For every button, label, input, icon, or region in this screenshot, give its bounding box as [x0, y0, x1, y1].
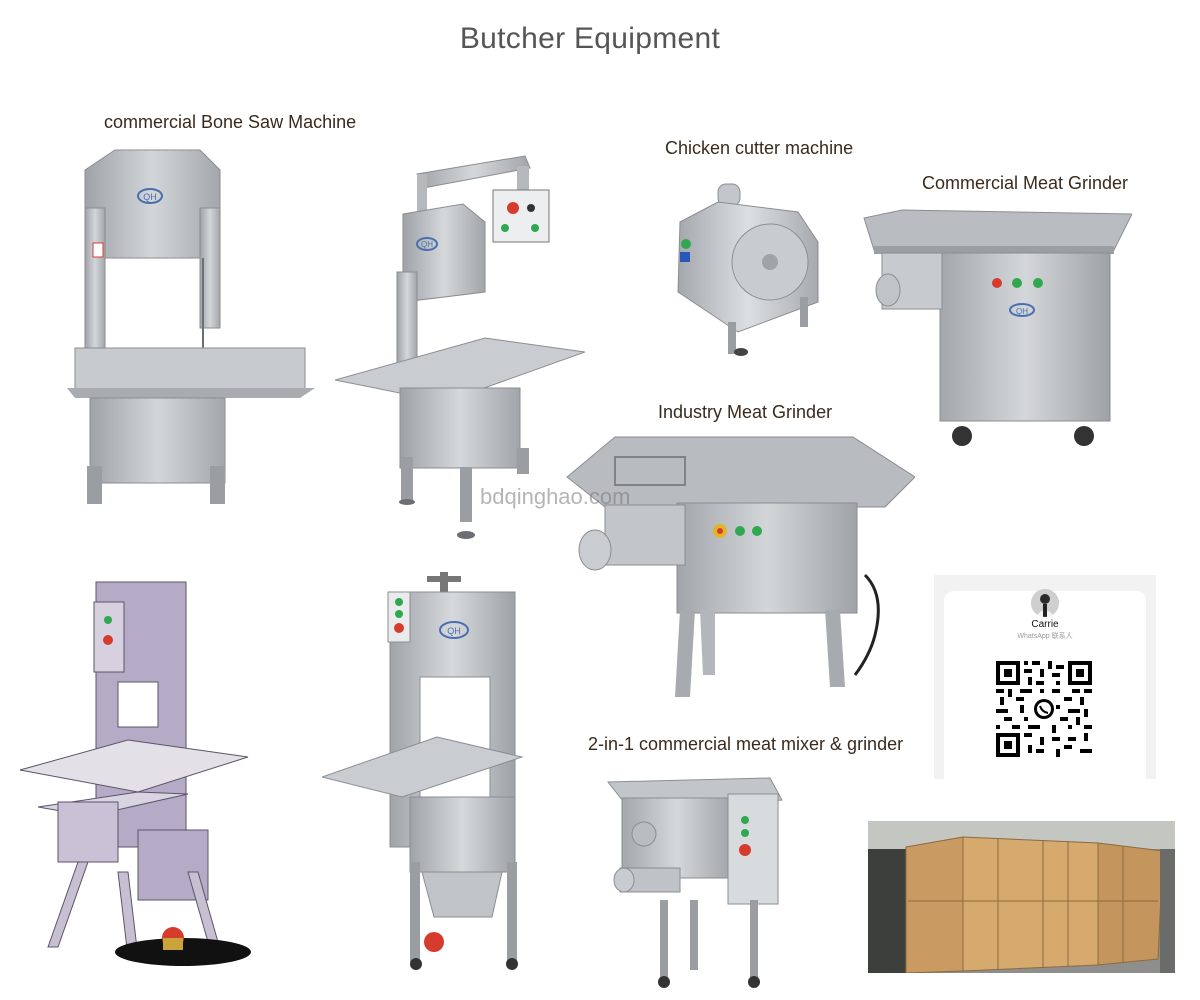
bone-saw-machine-image-1: QH — [67, 149, 315, 504]
page-title: Butcher Equipment — [459, 22, 721, 55]
commercial-meat-grinder-image: QH — [863, 209, 1132, 446]
avatar-person-icon — [1031, 589, 1059, 617]
bone-saw-machine-image-3: QH — [322, 572, 524, 970]
contact-subtitle: WhatsApp 联系人 — [1017, 633, 1073, 640]
contact-avatar — [1031, 589, 1059, 617]
caption-chicken-cutter: Chicken cutter machine — [665, 138, 854, 158]
industry-meat-grinder-image — [566, 436, 915, 697]
whatsapp-card-inner: Carrie WhatsApp 联系人 — [944, 589, 1146, 779]
caption-commercial-grinder: Commercial Meat Grinder — [922, 173, 1129, 193]
packaging-crates-photo — [868, 821, 1175, 973]
bone-saw-2-badge: QH — [421, 240, 433, 249]
caption-bone-saw: commercial Bone Saw Machine — [104, 112, 357, 132]
whatsapp-contact-card: Carrie WhatsApp 联系人 — [934, 575, 1156, 779]
bone-saw-cad-drawing-image — [19, 581, 251, 966]
chicken-cutter-machine-image — [677, 183, 819, 356]
bone-saw-1-badge: QH — [143, 192, 157, 202]
bone-saw-machine-image-2: QH — [335, 155, 585, 539]
bone-saw-3-badge: QH — [447, 626, 461, 636]
commercial-grinder-badge: QH — [1016, 307, 1028, 316]
watermark-text: bdqinghao.com — [480, 484, 631, 509]
whatsapp-qr-code-icon[interactable] — [996, 661, 1092, 757]
contact-name: Carrie — [1031, 619, 1059, 630]
caption-industry-grinder: Industry Meat Grinder — [658, 402, 833, 422]
caption-mixer-grinder: 2-in-1 commercial meat mixer & grinder — [588, 734, 904, 754]
meat-mixer-grinder-image — [606, 777, 783, 988]
